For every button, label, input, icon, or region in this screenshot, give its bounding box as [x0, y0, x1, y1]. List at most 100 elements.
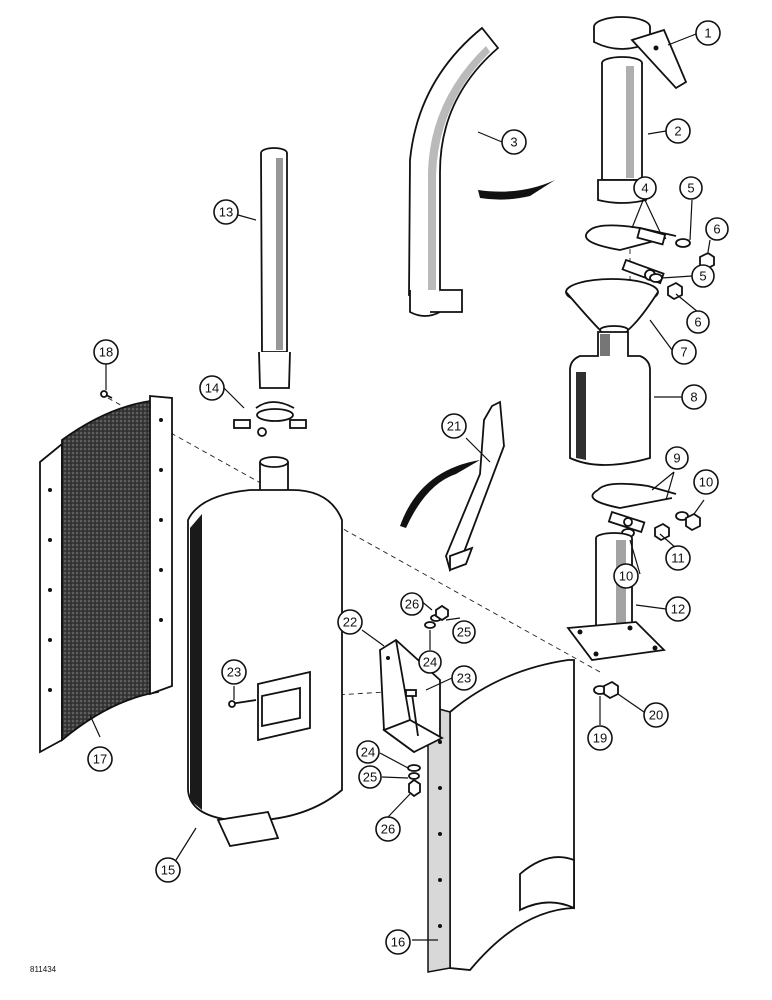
svg-text:8: 8 — [690, 390, 697, 405]
callout-11: 11 — [665, 545, 691, 571]
heat-shield-front — [427, 659, 575, 973]
callout-6: 6 — [686, 310, 710, 334]
callout-8: 8 — [681, 384, 707, 410]
svg-text:5: 5 — [699, 269, 706, 284]
nut-shield — [603, 680, 619, 700]
callout-25: 25 — [358, 765, 382, 789]
nut-upper-stack — [435, 604, 449, 622]
callout-24: 24 — [418, 650, 442, 674]
callout-23: 23 — [221, 659, 247, 685]
callout-2: 2 — [665, 118, 691, 144]
callout-6: 6 — [705, 217, 729, 241]
callout-22: 22 — [337, 609, 363, 635]
support-bracket — [445, 400, 505, 572]
svg-text:14: 14 — [205, 381, 219, 396]
canister — [569, 331, 651, 466]
svg-text:20: 20 — [649, 708, 663, 723]
svg-text:2: 2 — [674, 124, 681, 139]
svg-text:19: 19 — [593, 731, 607, 746]
washer-upper-stack — [424, 621, 436, 629]
svg-text:10: 10 — [699, 475, 713, 490]
lockwasher-lower-stack — [408, 772, 420, 780]
callout-26: 26 — [400, 592, 424, 616]
nut-lower-stack — [408, 778, 421, 798]
callout-26: 26 — [375, 816, 401, 842]
callout-10: 10 — [693, 469, 719, 495]
callout-15: 15 — [155, 857, 181, 883]
direction-arrow — [400, 460, 480, 528]
callout-10: 10 — [613, 563, 639, 589]
svg-text:10: 10 — [619, 569, 633, 584]
washer-middle — [649, 273, 663, 283]
svg-text:4: 4 — [641, 181, 648, 196]
callout-9: 9 — [665, 446, 689, 470]
tail-pipe — [258, 147, 291, 389]
callout-21: 21 — [441, 413, 467, 439]
callout-18: 18 — [93, 339, 119, 365]
svg-text:16: 16 — [391, 935, 405, 950]
svg-text:11: 11 — [671, 551, 685, 566]
svg-text:25: 25 — [363, 770, 377, 785]
svg-text:9: 9 — [673, 451, 680, 466]
bolt-right — [405, 689, 419, 737]
svg-text:5: 5 — [687, 181, 694, 196]
drawing-code: 811434 — [30, 965, 57, 974]
callout-5: 5 — [691, 264, 715, 288]
svg-text:26: 26 — [405, 597, 419, 612]
callout-7: 7 — [671, 339, 697, 365]
svg-text:24: 24 — [361, 745, 375, 760]
svg-text:1: 1 — [704, 26, 711, 41]
callout-24: 24 — [356, 740, 380, 764]
callout-25: 25 — [452, 620, 476, 644]
svg-text:13: 13 — [219, 205, 233, 220]
callout-20: 20 — [643, 702, 669, 728]
elbow-pipe — [408, 26, 500, 317]
svg-text:17: 17 — [93, 752, 107, 767]
svg-text:26: 26 — [381, 822, 395, 837]
svg-text:3: 3 — [510, 135, 517, 150]
washer-upper — [675, 238, 691, 248]
svg-text:21: 21 — [447, 419, 461, 434]
muffler — [187, 456, 343, 848]
callout-16: 16 — [385, 929, 411, 955]
svg-text:12: 12 — [671, 602, 685, 617]
callout-12: 12 — [665, 596, 691, 622]
svg-text:25: 25 — [457, 625, 471, 640]
svg-text:18: 18 — [99, 345, 113, 360]
funnel-adapter — [565, 278, 659, 335]
heat-shield-insulated — [39, 395, 173, 754]
svg-text:6: 6 — [694, 315, 701, 330]
direction-arrow — [478, 180, 555, 200]
svg-text:23: 23 — [227, 665, 241, 680]
leaders — [89, 33, 711, 941]
callout-3: 3 — [501, 129, 527, 155]
nut-middle — [667, 281, 683, 301]
screw — [100, 390, 113, 399]
rain-cap — [593, 16, 688, 90]
callout-14: 14 — [199, 375, 225, 401]
svg-text:22: 22 — [343, 615, 357, 630]
callout-17: 17 — [87, 746, 113, 772]
svg-text:15: 15 — [161, 863, 175, 878]
washer-lower-stack — [407, 764, 421, 772]
callout-4: 4 — [633, 176, 657, 200]
callout-5: 5 — [679, 176, 703, 200]
svg-text:23: 23 — [457, 671, 471, 686]
assembly-line — [107, 397, 601, 673]
svg-text:7: 7 — [680, 345, 687, 360]
nut-lower — [654, 522, 670, 542]
pipe-clamp — [233, 401, 307, 437]
nut-lower-right — [685, 512, 701, 532]
svg-text:6: 6 — [713, 222, 720, 237]
short-pipe — [597, 56, 647, 204]
svg-text:24: 24 — [423, 655, 437, 670]
callout-13: 13 — [213, 199, 239, 225]
bolt-left — [228, 699, 257, 708]
u-bolt-clamp-upper — [584, 224, 677, 285]
callout-1: 1 — [695, 20, 721, 46]
callout-23: 23 — [451, 665, 477, 691]
u-bolt-clamp-lower — [591, 482, 677, 534]
callout-19: 19 — [587, 725, 613, 751]
flanged-pipe — [566, 532, 666, 661]
